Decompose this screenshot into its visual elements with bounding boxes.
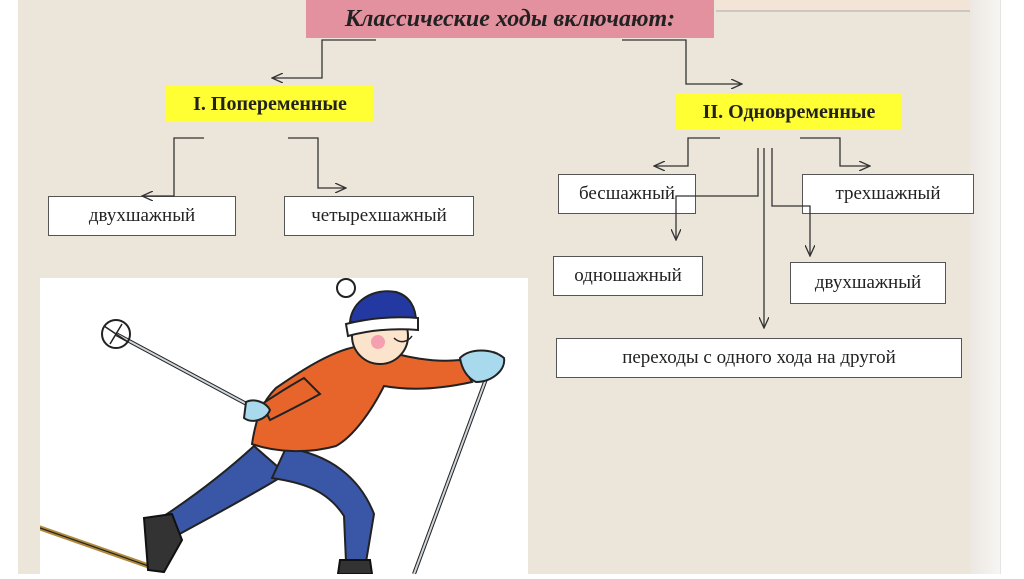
item-stepless: бесшажный xyxy=(558,174,696,214)
diagram-title: Классические ходы включают: xyxy=(306,0,714,38)
item-two-step-alternating: двухшажный xyxy=(48,196,236,236)
item-transitions: переходы с одного хода на другой xyxy=(556,338,962,378)
category-alternating: I. Попеременные xyxy=(166,86,374,122)
item-one-step: одношажный xyxy=(553,256,703,296)
scrollbar-track[interactable] xyxy=(1000,0,1024,574)
item-three-step: трехшажный xyxy=(802,174,974,214)
skier-illustration xyxy=(37,278,528,575)
item-two-step-simultaneous: двухшажный xyxy=(790,262,946,304)
category-simultaneous: II. Одновременные xyxy=(676,94,902,130)
slide-right-edge xyxy=(970,0,1000,574)
slide-top-strip xyxy=(716,0,970,12)
item-four-step: четырехшажный xyxy=(284,196,474,236)
skier-icon xyxy=(37,278,506,575)
